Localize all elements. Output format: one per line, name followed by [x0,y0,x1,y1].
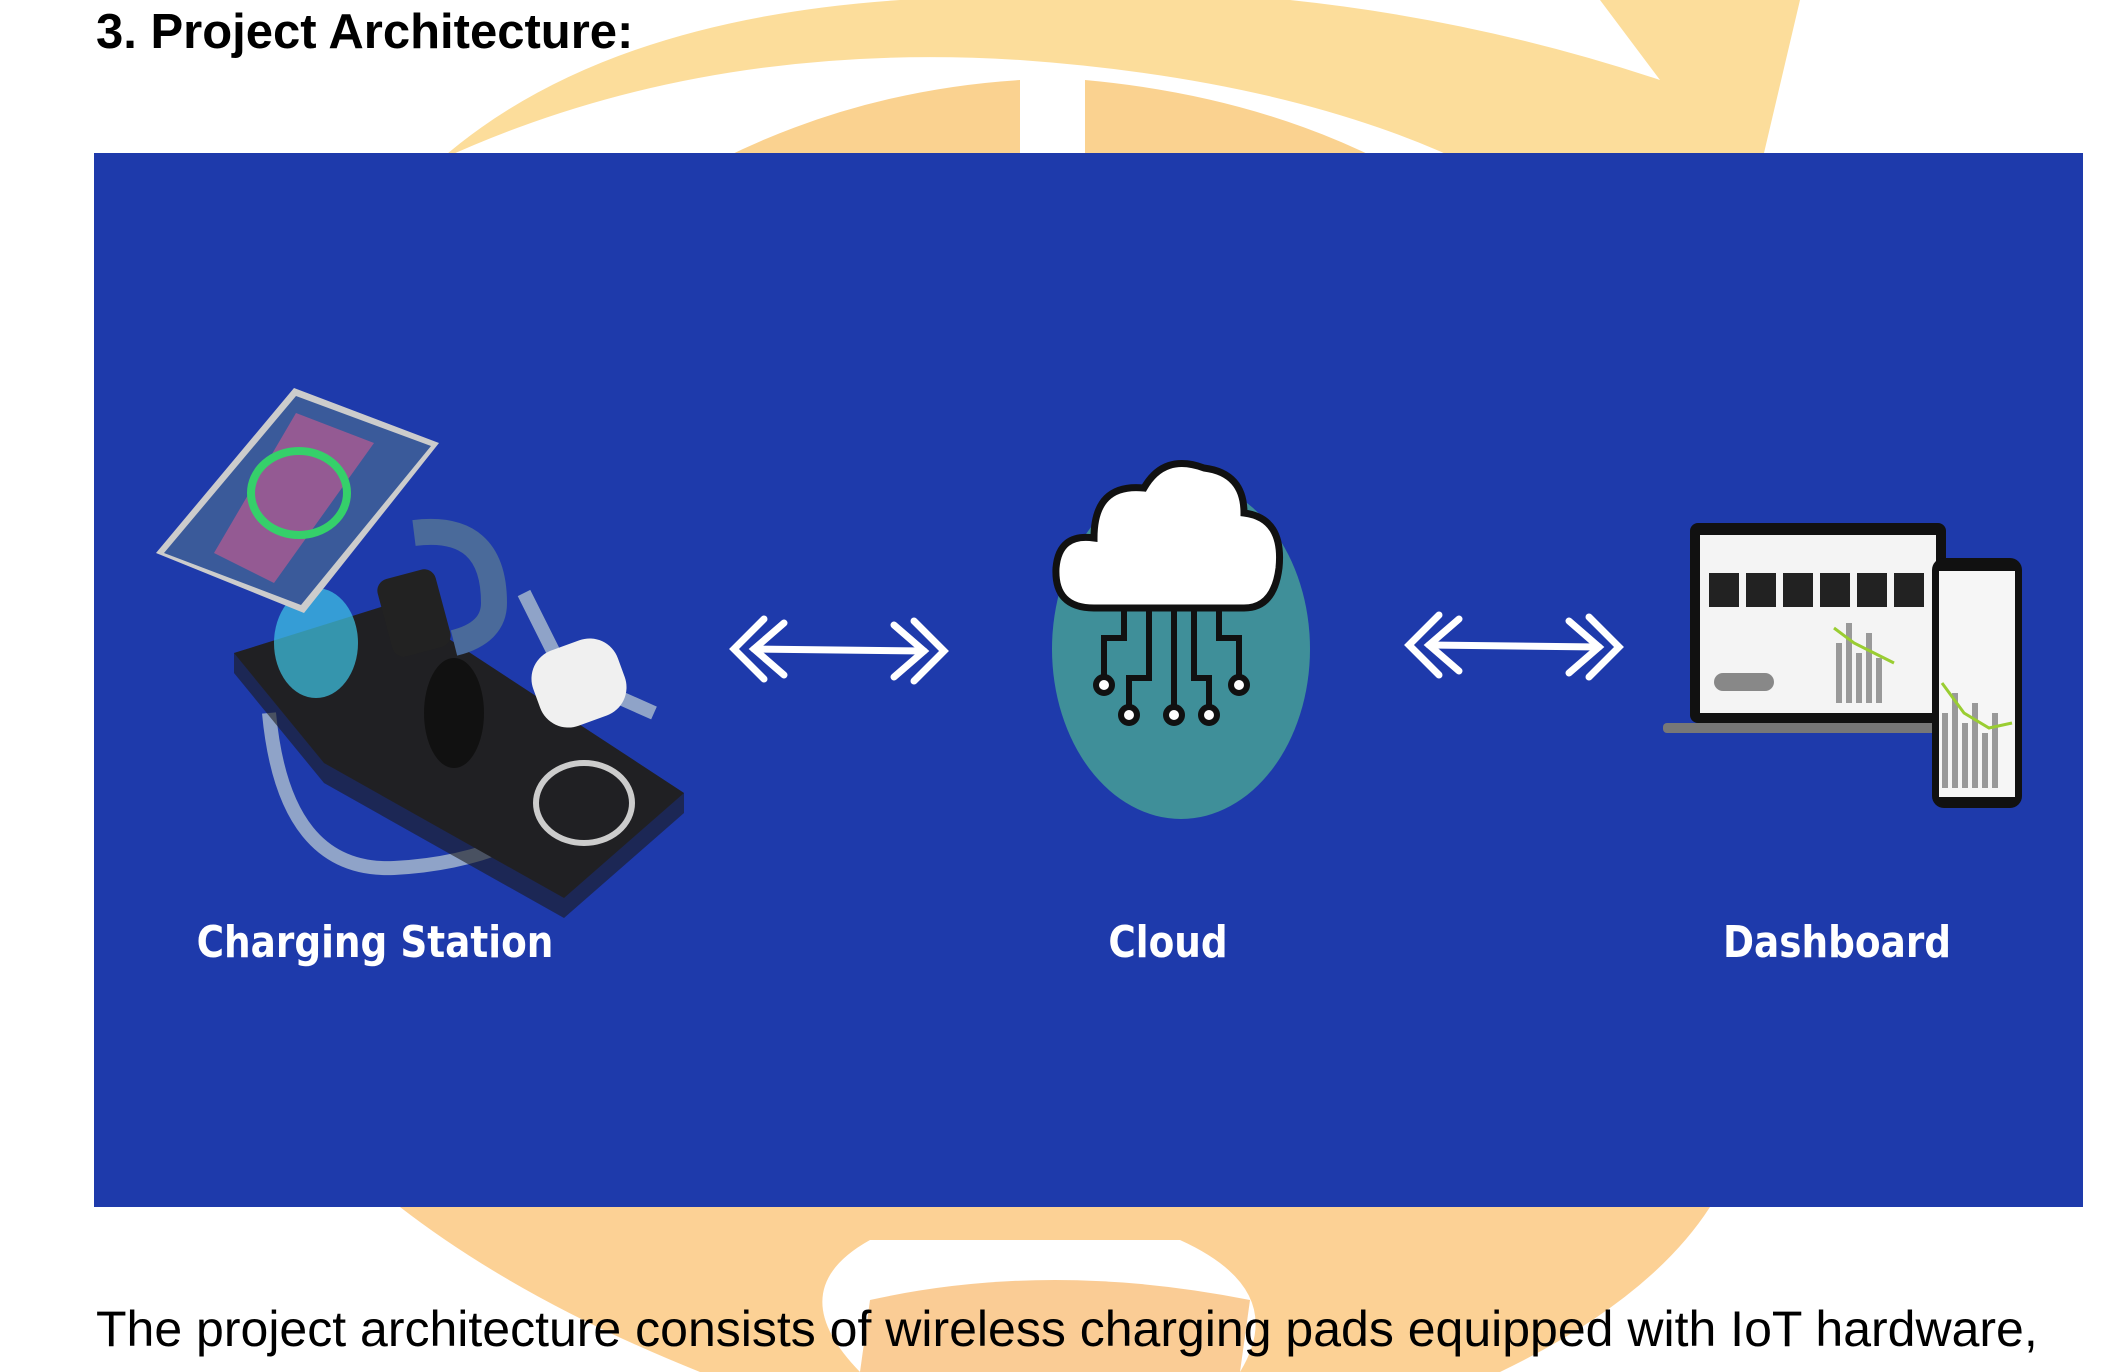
node-label-cloud: Cloud [1108,917,1228,968]
architecture-diagram: Charging Station Cloud Dashboard [94,153,2083,1207]
node-label-dashboard: Dashboard [1722,917,1952,968]
bidirectional-arrow-icon [1404,611,1624,681]
bidirectional-arrow-icon [729,615,949,685]
section-heading: 3. Project Architecture: [96,5,634,59]
node-label-charging-station: Charging Station [196,917,554,968]
dashboard-devices-icon [1663,523,2022,808]
cloud-circuit-icon [1052,460,1310,819]
body-paragraph: The project architecture consists of wir… [96,1301,2038,1357]
charging-station-icon [156,388,684,918]
